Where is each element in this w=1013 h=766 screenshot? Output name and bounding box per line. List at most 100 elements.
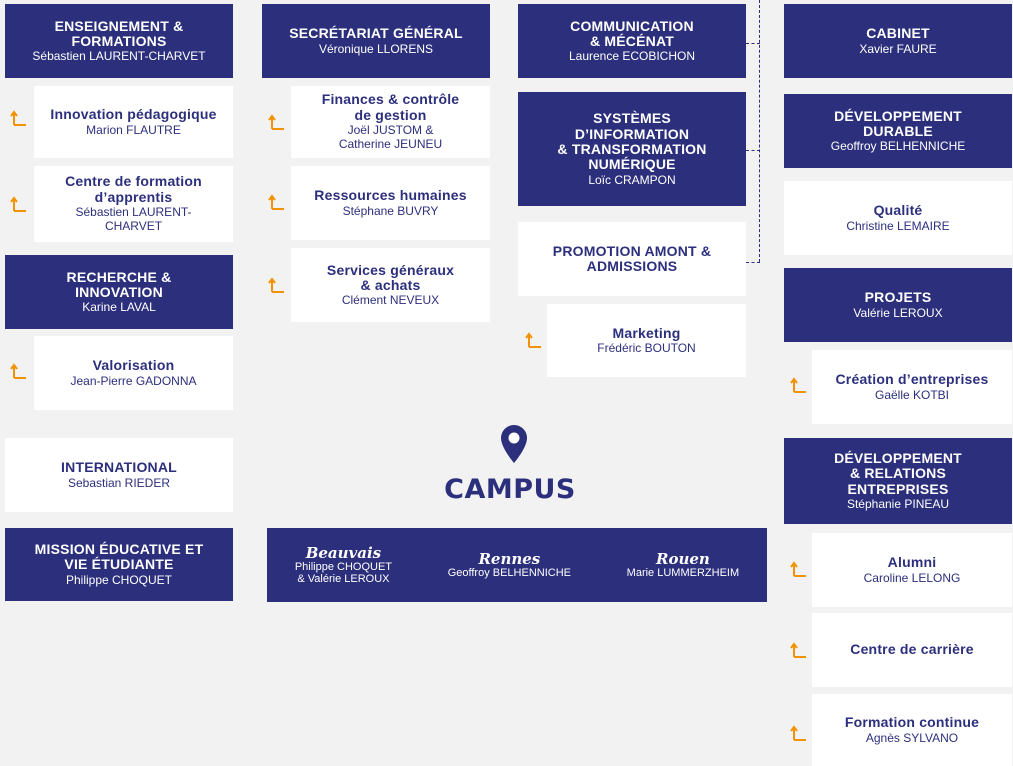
box-title: & achats <box>360 276 421 293</box>
cfa-box: Centre de formation d’apprentis Sébastie… <box>34 166 233 242</box>
sub-unit-arrow-icon <box>790 560 808 578</box>
box-title: Services généraux <box>326 261 455 278</box>
centre-carriere-box: Centre de carrière <box>812 613 1012 687</box>
box-title: DURABLE <box>863 122 933 139</box>
dashed-connector <box>746 150 760 151</box>
campus-city: Rennes <box>478 549 541 568</box>
qualite-box: Qualité Christine LEMAIRE <box>784 181 1012 255</box>
campus-sites-bar: Beauvais Philippe CHOQUET & Valérie LERO… <box>267 528 767 602</box>
box-title: DÉVELOPPEMENT <box>834 107 962 124</box>
campus-city: Beauvais <box>305 543 382 562</box>
communication-mecenat-box: COMMUNICATION & MÉCÉNAT Laurence ECOBICH… <box>518 4 746 78</box>
box-person: Christine LEMAIRE <box>846 218 950 233</box>
box-title: Marketing <box>612 324 681 341</box>
campus-site-rennes: Rennes Geoffroy BELHENNICHE <box>448 551 571 580</box>
box-title: Création d’entreprises <box>835 371 989 388</box>
box-title: FORMATIONS <box>71 32 167 49</box>
box-title: INNOVATION <box>75 283 163 300</box>
promotion-admissions-box: PROMOTION AMONT & ADMISSIONS <box>518 222 746 296</box>
box-title: SECRÉTARIAT GÉNÉRAL <box>289 25 463 42</box>
valorisation-box: Valorisation Jean-Pierre GADONNA <box>34 336 233 410</box>
box-person: Catherine JEUNEU <box>338 137 443 152</box>
box-person: Sébastien LAURENT- <box>75 205 192 220</box>
box-title: Centre de formation <box>65 173 202 190</box>
innovation-pedagogique-box: Innovation pédagogique Marion FLAUTRE <box>34 86 233 158</box>
box-title: Finances & contrôle <box>321 91 460 108</box>
box-title: Valorisation <box>92 357 175 374</box>
box-title: PROMOTION AMONT & <box>552 242 712 259</box>
box-title: ENSEIGNEMENT & <box>54 17 184 34</box>
creation-entreprises-box: Création d’entreprises Gaëlle KOTBI <box>812 350 1012 424</box>
sub-unit-arrow-icon <box>790 724 808 742</box>
box-title: COMMUNICATION <box>570 17 694 34</box>
campus-person: Geoffroy BELHENNICHE <box>447 567 571 580</box>
box-person: Jean-Pierre GADONNA <box>70 373 197 388</box>
ressources-humaines-box: Ressources humaines Stéphane BUVRY <box>291 166 490 240</box>
services-generaux-box: Services généraux & achats Clément NEVEU… <box>291 248 490 322</box>
sub-unit-arrow-icon <box>10 195 28 213</box>
box-title: CABINET <box>866 25 930 42</box>
box-person: Stéphanie PINEAU <box>846 496 950 511</box>
formation-continue-box: Formation continue Agnès SYLVANO <box>812 694 1012 766</box>
campus-person: & Valérie LEROUX <box>297 573 390 586</box>
developpement-relations-entreprises-box: DÉVELOPPEMENT & RELATIONS ENTREPRISES St… <box>784 438 1012 524</box>
box-title: VIE ÉTUDIANTE <box>64 556 174 573</box>
box-person: Frédéric BOUTON <box>597 341 696 356</box>
box-title: & MÉCÉNAT <box>590 32 674 49</box>
projets-box: PROJETS Valérie LEROUX <box>784 268 1012 342</box>
box-title: INTERNATIONAL <box>61 459 177 476</box>
box-title: MISSION ÉDUCATIVE ET <box>34 541 204 558</box>
box-person: Xavier FAURE <box>859 41 937 56</box>
box-person: CHARVET <box>104 219 163 234</box>
box-title: Innovation pédagogique <box>50 106 217 123</box>
box-title: de gestion <box>354 106 427 123</box>
box-person: Valérie LEROUX <box>853 305 943 320</box>
box-title: Formation continue <box>844 714 980 731</box>
box-title: & RELATIONS <box>849 465 947 482</box>
sub-unit-arrow-icon <box>525 331 543 349</box>
campus-city: Rouen <box>655 549 710 568</box>
box-title: PROJETS <box>864 289 932 306</box>
box-person: Véronique LLORENS <box>318 41 434 56</box>
box-person: Philippe CHOQUET <box>65 572 173 587</box>
sub-unit-arrow-icon <box>10 109 28 127</box>
location-pin-icon <box>500 424 528 469</box>
box-title: SYSTÈMES <box>593 110 671 127</box>
box-title: D’INFORMATION <box>574 125 690 142</box>
international-box: INTERNATIONAL Sebastian RIEDER <box>5 438 233 512</box>
mission-educative-box: MISSION ÉDUCATIVE ET VIE ÉTUDIANTE Phili… <box>5 528 233 601</box>
box-person: Caroline LELONG <box>863 570 961 585</box>
box-person: Karine LAVAL <box>82 300 156 315</box>
enseignement-formations-box: ENSEIGNEMENT & FORMATIONS Sébastien LAUR… <box>5 4 233 78</box>
campus-person: Marie LUMMERZHEIM <box>626 567 740 580</box>
box-title: RECHERCHE & <box>66 268 172 285</box>
campus-site-rouen: Rouen Marie LUMMERZHEIM <box>627 551 739 580</box>
box-title: DÉVELOPPEMENT <box>834 449 962 466</box>
box-title: & TRANSFORMATION <box>557 140 707 157</box>
box-title: d’apprentis <box>94 188 173 205</box>
box-person: Marion FLAUTRE <box>86 122 181 137</box>
box-title: Qualité <box>873 202 923 219</box>
box-person: Geoffroy BELHENNICHE <box>830 139 966 154</box>
developpement-durable-box: DÉVELOPPEMENT DURABLE Geoffroy BELHENNIC… <box>784 94 1012 168</box>
sub-unit-arrow-icon <box>790 376 808 394</box>
box-person: Sébastien LAURENT-CHARVET <box>32 49 206 64</box>
recherche-innovation-box: RECHERCHE & INNOVATION Karine LAVAL <box>5 255 233 329</box>
box-person: Agnès SYLVANO <box>865 730 959 745</box>
box-person: Loïc CRAMPON <box>588 172 676 187</box>
campus-label: CAMPUS <box>444 474 576 505</box>
sub-unit-arrow-icon <box>268 276 286 294</box>
campus-site-beauvais: Beauvais Philippe CHOQUET & Valérie LERO… <box>295 545 392 586</box>
alumni-box: Alumni Caroline LELONG <box>812 533 1012 607</box>
box-title: ADMISSIONS <box>586 258 678 274</box>
dashed-connector <box>759 0 760 262</box>
cabinet-box: CABINET Xavier FAURE <box>784 4 1012 78</box>
box-person: Sebastian RIEDER <box>67 475 171 490</box>
systemes-information-box: SYSTÈMES D’INFORMATION & TRANSFORMATION … <box>518 92 746 206</box>
box-title: Centre de carrière <box>850 641 974 658</box>
box-person: Laurence ECOBICHON <box>568 49 696 64</box>
box-title: NUMÉRIQUE <box>588 156 676 173</box>
secretariat-general-box: SECRÉTARIAT GÉNÉRAL Véronique LLORENS <box>262 4 490 78</box>
box-title: Alumni <box>887 554 937 571</box>
dashed-connector <box>746 262 760 263</box>
